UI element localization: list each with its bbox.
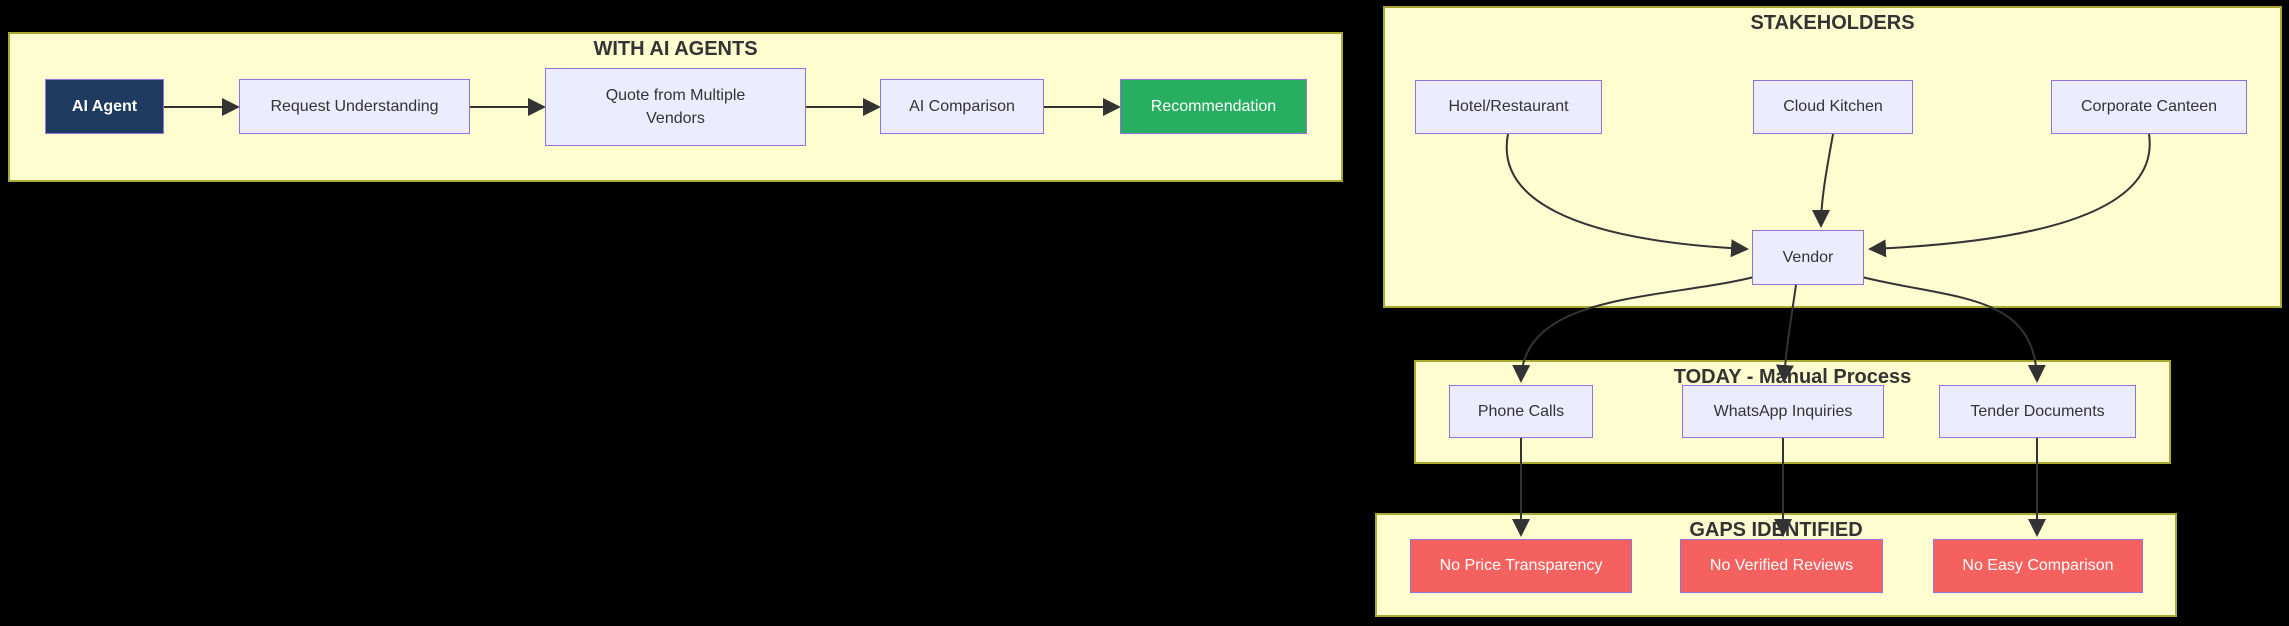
node-recommendation: Recommendation bbox=[1120, 79, 1307, 134]
section-title-stakeholders: STAKEHOLDERS bbox=[1750, 12, 1915, 34]
node-no-price-transparency: No Price Transparency bbox=[1410, 539, 1632, 593]
node-vendor: Vendor bbox=[1752, 230, 1864, 285]
node-quote-from-multiple-vendors: Quote from Multiple Vendors bbox=[545, 68, 806, 146]
node-no-verified-reviews: No Verified Reviews bbox=[1680, 539, 1883, 593]
node-ai-comparison: AI Comparison bbox=[880, 79, 1044, 134]
node-cloud-kitchen: Cloud Kitchen bbox=[1753, 80, 1913, 134]
node-ai-agent: AI Agent bbox=[45, 79, 164, 134]
node-phone-calls: Phone Calls bbox=[1449, 385, 1593, 438]
node-request-understanding: Request Understanding bbox=[239, 79, 470, 134]
section-title-gaps-identified: GAPS IDENTIFIED bbox=[1689, 519, 1863, 541]
section-title-today-manual-process: TODAY - Manual Process bbox=[1673, 366, 1912, 388]
section-title-with-ai-agents: WITH AI AGENTS bbox=[593, 38, 758, 60]
node-corporate-canteen: Corporate Canteen bbox=[2051, 80, 2247, 134]
node-no-easy-comparison: No Easy Comparison bbox=[1933, 539, 2143, 593]
node-hotel-restaurant: Hotel/Restaurant bbox=[1415, 80, 1602, 134]
node-whatsapp-inquiries: WhatsApp Inquiries bbox=[1682, 385, 1884, 438]
node-tender-documents: Tender Documents bbox=[1939, 385, 2136, 438]
